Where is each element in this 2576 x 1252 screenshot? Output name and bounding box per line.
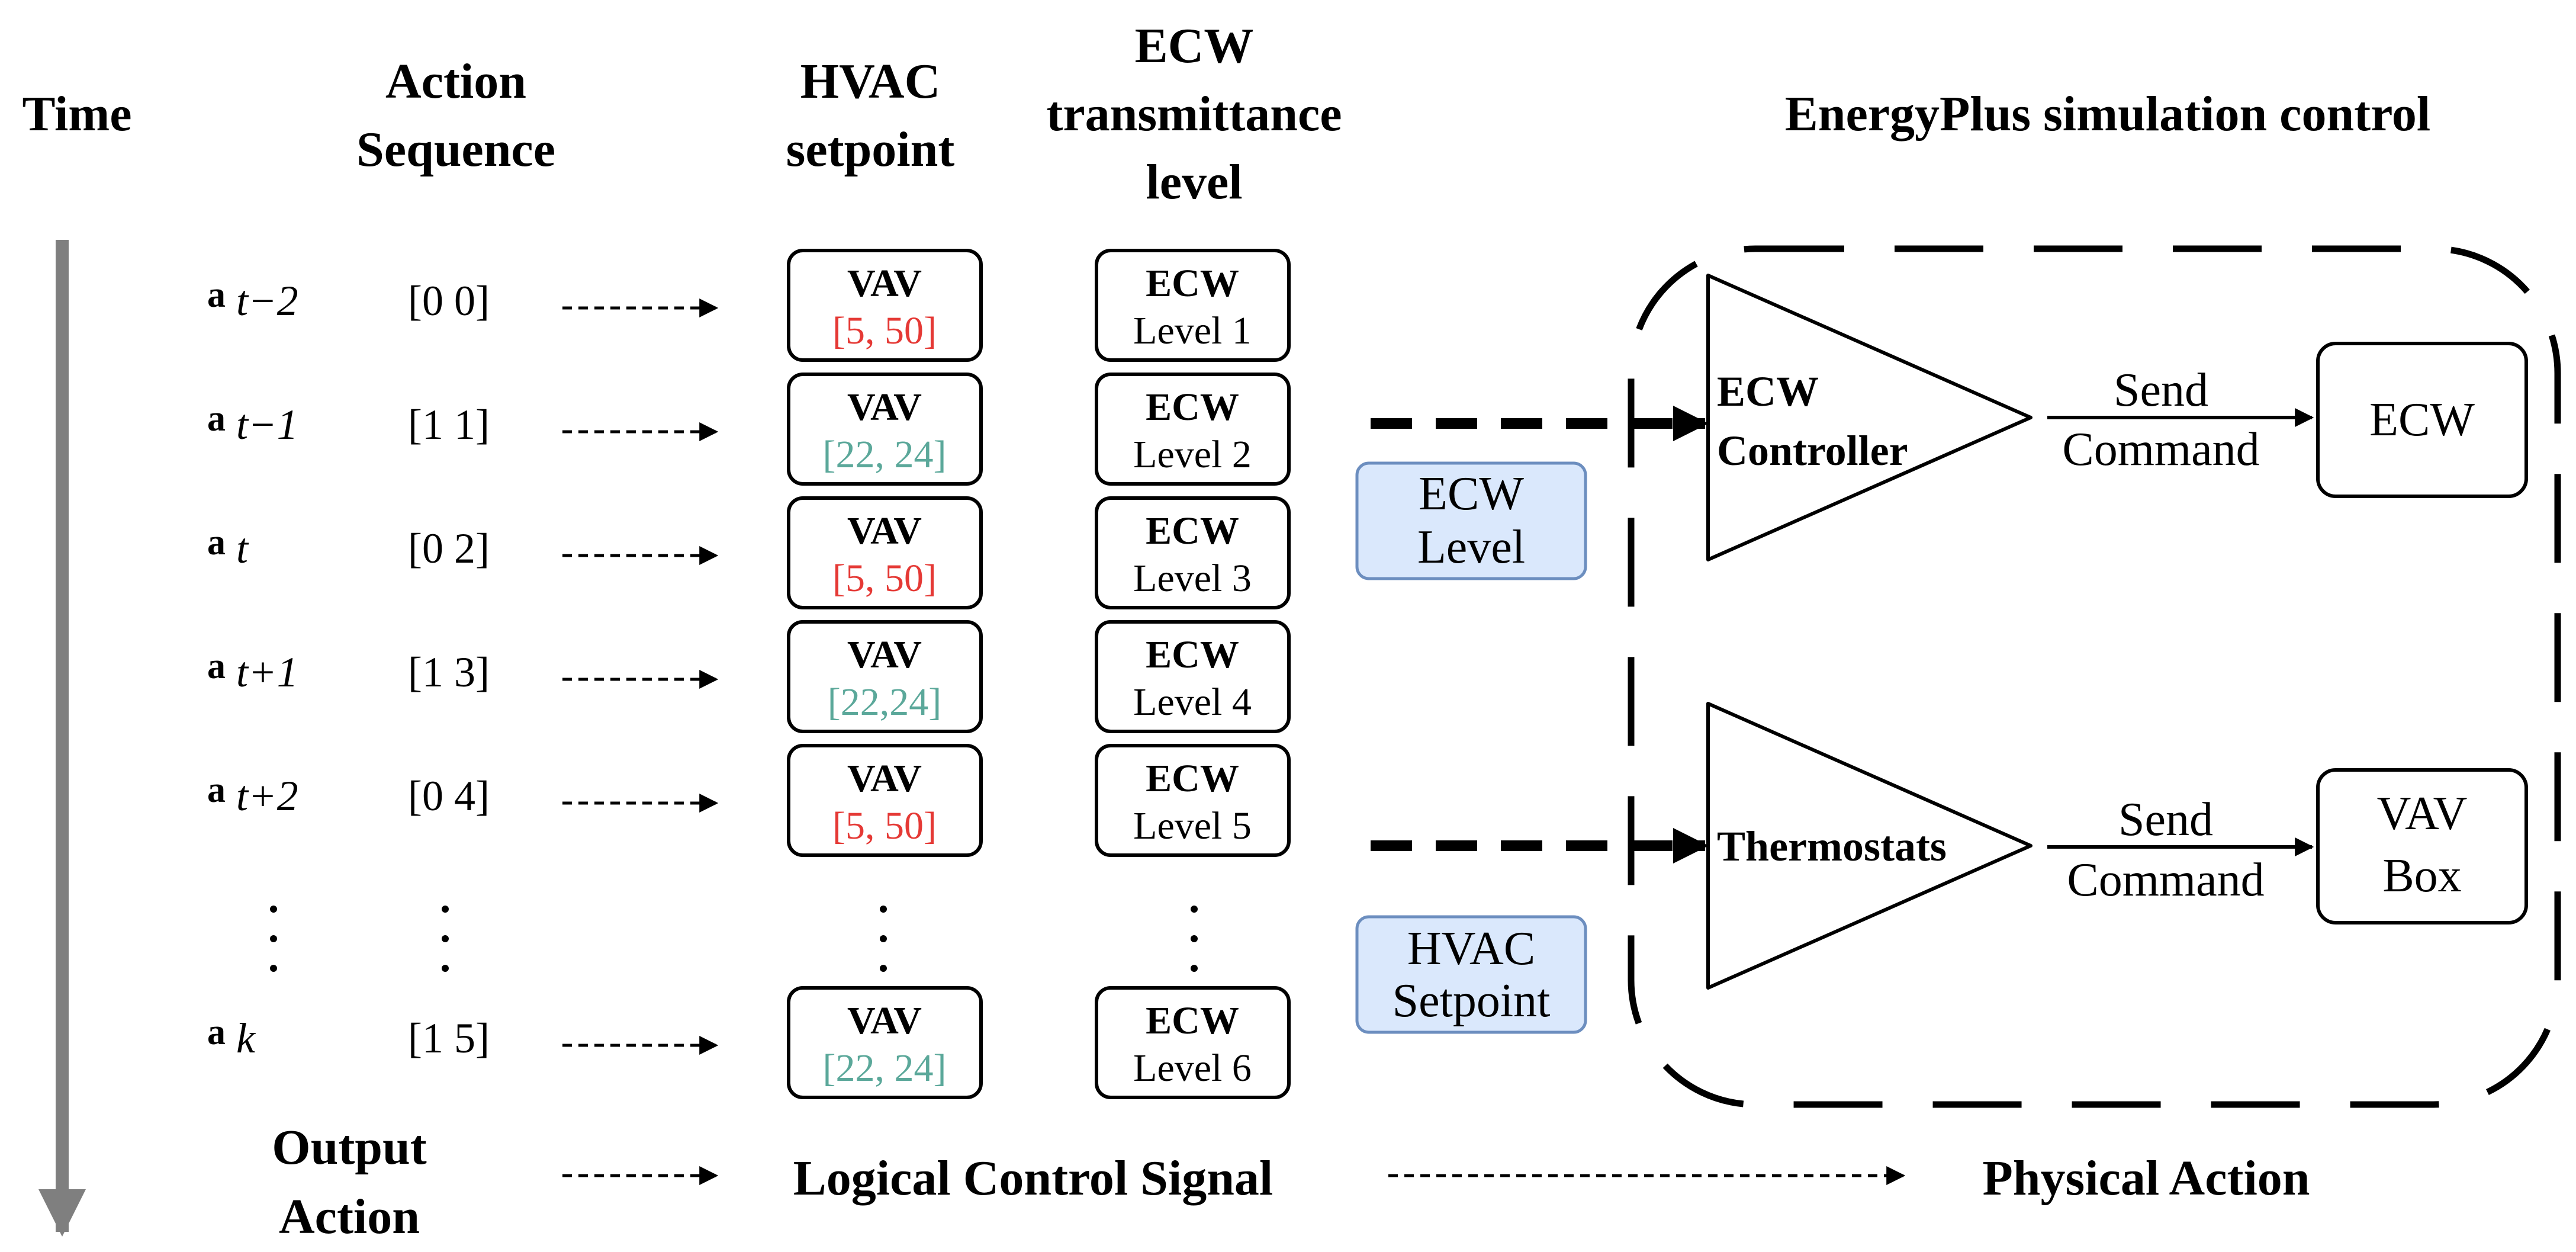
send-vav-line1: Send — [2118, 794, 2213, 846]
row-3-sequence: [1 3] — [408, 649, 490, 696]
row-3-vav-range: [22,24] — [828, 680, 941, 724]
row-3-action-a: a — [207, 646, 226, 686]
row-4-vav-box — [787, 744, 983, 857]
row-1-ecw-level: Level 2 — [1133, 433, 1252, 476]
row-3-ecw-box — [1095, 620, 1291, 733]
row-1-action-subscript: t−1 — [236, 401, 298, 448]
row-4-ecw-level: Level 5 — [1133, 804, 1252, 847]
hvac-setpoint-tag-line2: Setpoint — [1392, 975, 1551, 1027]
row-k-vav-label: VAV — [847, 999, 922, 1042]
row-0-vav-range: [5, 50] — [832, 309, 937, 352]
hvac-setpoint-tag — [1355, 915, 1587, 1034]
row-3-action-subscript: t+1 — [236, 649, 298, 696]
header-ecw-line1: ECW — [1135, 18, 1254, 73]
row-k-vav-box — [787, 986, 983, 1099]
row-4-ecw-label: ECW — [1146, 757, 1239, 800]
footer-output-line2: Action — [279, 1189, 420, 1244]
header-action-line1: Action — [385, 54, 526, 109]
row-2-vav-range: [5, 50] — [832, 557, 937, 600]
footer-physical: Physical Action — [1982, 1151, 2310, 1206]
row-4-vav-range: [5, 50] — [832, 804, 937, 847]
row-1-vav-label: VAV — [847, 386, 922, 429]
row-4-action-subscript: t+2 — [236, 772, 298, 820]
send-ecw-line2: Command — [2062, 423, 2259, 476]
row-0-action-a: a — [207, 275, 226, 315]
row-0-ecw-label: ECW — [1146, 262, 1239, 305]
hvac-setpoint-tag-line1: HVAC — [1407, 923, 1535, 975]
vav-box-output — [2316, 768, 2528, 924]
footer-output-line1: Output — [272, 1120, 426, 1175]
row-2-ecw-box — [1095, 496, 1291, 609]
row-1-ecw-box — [1095, 373, 1291, 486]
row-2-ecw-level: Level 3 — [1133, 557, 1252, 600]
footer-logical: Logical Control Signal — [793, 1151, 1273, 1206]
row-4-action-a: a — [207, 770, 226, 810]
thermostats-label: Thermostats — [1717, 823, 1947, 870]
row-1-ecw-label: ECW — [1146, 386, 1239, 429]
ecw-level-tag-line2: Level — [1417, 521, 1525, 573]
row-0-vav-label: VAV — [847, 262, 922, 305]
header-ecw-line2: transmittance — [1046, 86, 1342, 142]
row-2-vav-label: VAV — [847, 509, 922, 553]
ecw-controller-block — [1706, 274, 2033, 561]
row-k-sequence: [1 5] — [408, 1015, 490, 1062]
row-k-action-a: a — [207, 1012, 226, 1052]
ecw-level-tag — [1355, 461, 1587, 580]
ellipsis-dots — [270, 906, 1198, 972]
row-0-sequence: [0 0] — [408, 277, 490, 325]
row-0-vav-box — [787, 249, 983, 362]
row-4-sequence: [0 4] — [408, 772, 490, 820]
row-2-action-a: a — [207, 522, 226, 563]
row-1-vav-range: [22, 24] — [823, 433, 947, 476]
row-0-ecw-level: Level 1 — [1133, 309, 1252, 352]
row-3-vav-label: VAV — [847, 633, 922, 676]
row-2-vav-box — [787, 496, 983, 609]
row-1-action-a: a — [207, 399, 226, 439]
row-2-sequence: [0 2] — [408, 525, 490, 572]
row-4-vav-label: VAV — [847, 757, 922, 800]
row-2-action-subscript: t — [236, 525, 249, 572]
row-k-ecw-box — [1095, 986, 1291, 1099]
row-2-ecw-label: ECW — [1146, 509, 1239, 553]
row-0-action-subscript: t−2 — [236, 277, 298, 325]
row-k-action-subscript: k — [236, 1015, 256, 1062]
row-1-sequence: [1 1] — [408, 401, 490, 448]
send-vav-line2: Command — [2067, 854, 2264, 906]
header-hvac-line2: setpoint — [786, 122, 955, 177]
row-3-ecw-label: ECW — [1146, 633, 1239, 676]
ecw-level-tag-line1: ECW — [1419, 468, 1524, 520]
header-energyplus: EnergyPlus simulation control — [1785, 86, 2431, 142]
header-action-line2: Sequence — [356, 122, 555, 177]
header-ecw-line3: level — [1146, 155, 1242, 210]
ecw-controller-line2: Controller — [1717, 427, 1908, 474]
ecw-controller-line1: ECW — [1717, 368, 1819, 415]
energyplus-boundary — [1628, 245, 2561, 1108]
row-k-ecw-label: ECW — [1146, 999, 1239, 1042]
header-time: Time — [22, 86, 131, 142]
vav-box-line1: VAV — [2377, 788, 2468, 840]
thermostats-block — [1706, 702, 2033, 990]
vav-box-line2: Box — [2382, 850, 2461, 902]
row-4-ecw-box — [1095, 744, 1291, 857]
row-3-vav-box — [787, 620, 983, 733]
row-1-vav-box — [787, 373, 983, 486]
row-k-ecw-level: Level 6 — [1133, 1046, 1252, 1090]
ecw-output-box — [2316, 342, 2528, 498]
send-ecw-line1: Send — [2114, 364, 2208, 416]
row-3-ecw-level: Level 4 — [1133, 680, 1252, 724]
ecw-output-label: ECW — [2369, 394, 2475, 446]
row-k-vav-range: [22, 24] — [823, 1046, 947, 1090]
header-hvac-line1: HVAC — [800, 54, 941, 109]
row-0-ecw-box — [1095, 249, 1291, 362]
